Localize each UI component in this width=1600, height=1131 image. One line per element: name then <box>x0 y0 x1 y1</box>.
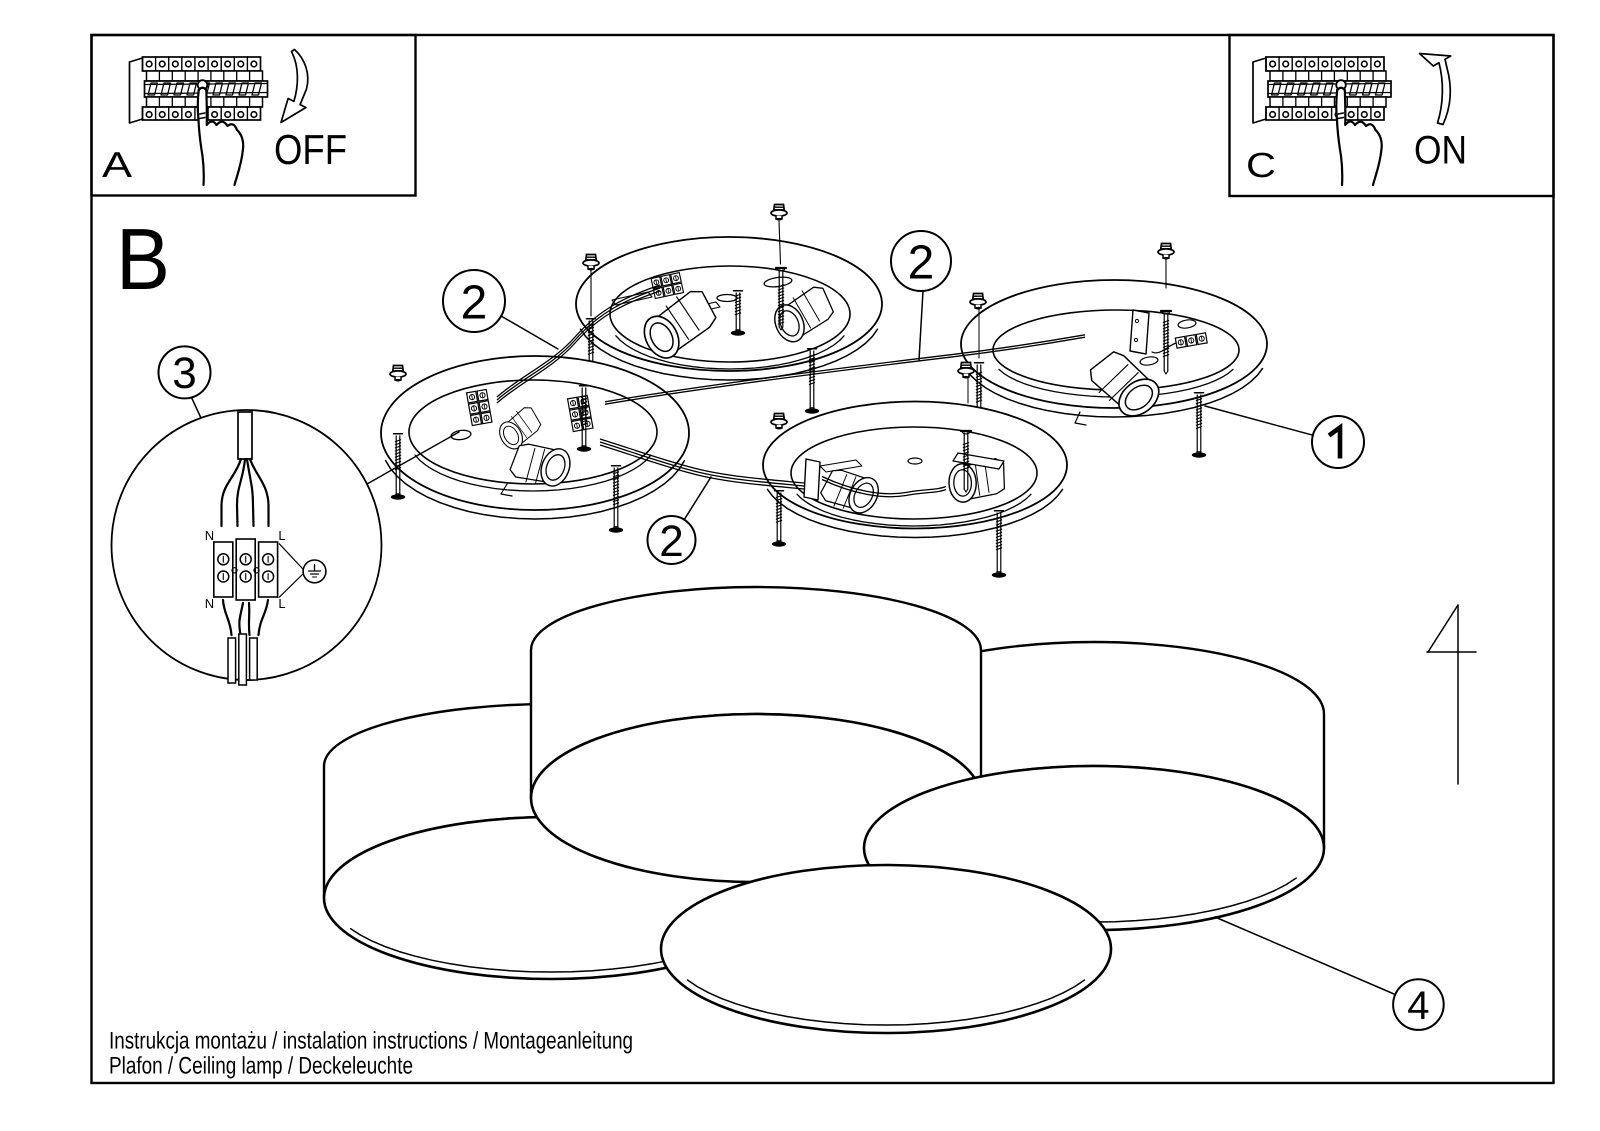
svg-text:ON: ON <box>1414 128 1467 172</box>
svg-text:C: C <box>1246 146 1276 185</box>
svg-text:4: 4 <box>1407 984 1429 1028</box>
svg-text:OFF: OFF <box>274 126 347 173</box>
svg-text:B: B <box>116 211 170 308</box>
svg-text:L: L <box>278 528 285 543</box>
svg-text:A: A <box>102 144 132 185</box>
svg-text:L: L <box>278 596 285 611</box>
svg-text:Plafon / Ceiling lamp / Deckel: Plafon / Ceiling lamp / Deckeleuchte <box>109 1053 413 1080</box>
svg-text:2: 2 <box>908 236 935 289</box>
svg-text:N: N <box>205 528 214 543</box>
svg-text:Instrukcja montażu / instalati: Instrukcja montażu / instalation instruc… <box>109 1027 633 1054</box>
svg-text:2: 2 <box>461 276 488 329</box>
svg-text:2: 2 <box>659 517 683 566</box>
svg-text:N: N <box>205 596 214 611</box>
svg-text:3: 3 <box>172 349 196 398</box>
